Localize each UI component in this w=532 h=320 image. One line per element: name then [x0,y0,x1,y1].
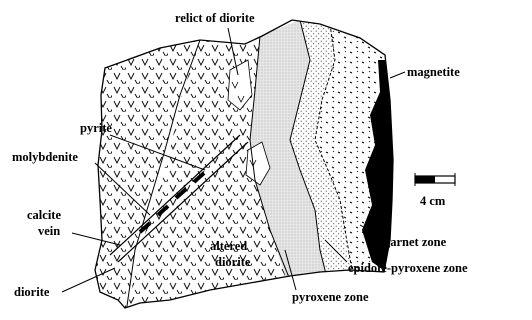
label-diorite-inner: diorite [215,255,251,269]
label-diorite: diorite [14,285,50,299]
label-epidote-pyroxene-zone: epidote-pyroxene zone [348,261,468,275]
label-pyrite: pyrite [80,121,112,135]
scale-bar-label: 4 cm [420,194,446,208]
rock-sample [80,20,400,320]
label-garnet-zone: garnet zone [384,235,447,249]
label-vein: vein [38,224,60,238]
label-altered: altered [210,239,247,253]
scale-bar: 4 cm [415,173,455,208]
label-magnetite: magnetite [407,65,460,79]
label-relict-of-diorite: relict of diorite [175,11,255,25]
label-molybdenite: molybdenite [12,150,78,164]
label-calcite: calcite [27,208,61,222]
label-pyroxene-zone: pyroxene zone [292,290,369,304]
